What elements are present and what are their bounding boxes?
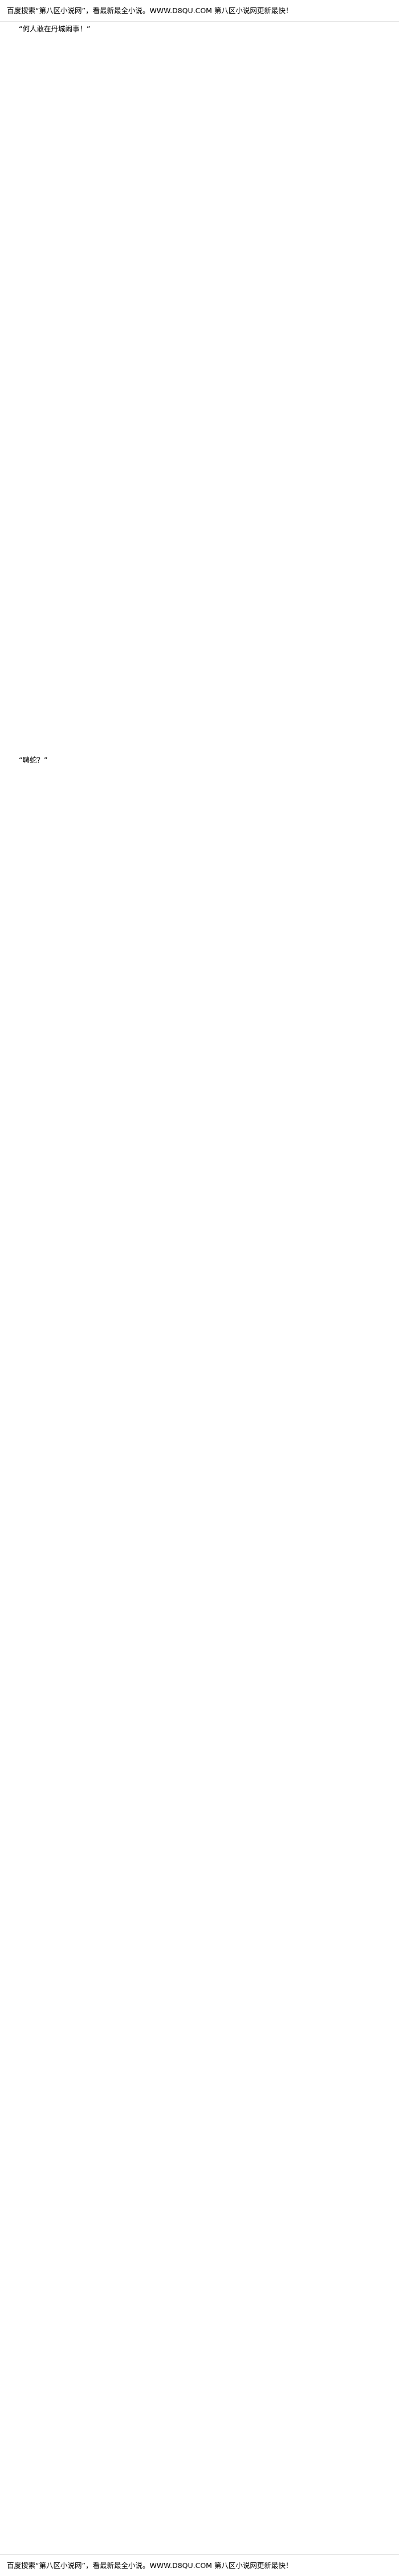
paragraph — [5, 479, 394, 490]
paragraph: “聘蛇？” — [19, 755, 48, 764]
paragraph — [5, 284, 394, 295]
site-banner-top: 百度搜索“第八区小说网”，看最新最全小说。WWW.D8QU.COM 第八区小说网… — [0, 0, 399, 22]
site-banner-bottom: 百度搜索“第八区小说网”，看最新最全小说。WWW.D8QU.COM 第八区小说网… — [0, 2554, 399, 2576]
paragraph — [5, 89, 394, 100]
paragraph — [5, 804, 394, 814]
paragraph — [5, 918, 394, 928]
paragraph — [5, 950, 394, 961]
paragraph — [5, 625, 394, 636]
paragraph — [5, 251, 394, 262]
paragraph — [5, 820, 394, 831]
paragraph — [5, 934, 394, 944]
paragraph — [5, 365, 394, 376]
paragraph — [5, 788, 394, 798]
paragraph — [5, 1112, 394, 1123]
paragraph — [5, 381, 394, 392]
paragraph — [5, 1128, 394, 1139]
paragraph — [5, 154, 394, 165]
paragraph — [5, 138, 394, 149]
paragraph — [5, 268, 394, 279]
chapter-content: “何人敢在丹城闹事！” “聘蛇？” — [0, 22, 399, 2554]
paragraph — [5, 430, 394, 441]
paragraph — [5, 203, 394, 214]
paragraph — [5, 219, 394, 230]
paragraph — [5, 1145, 394, 1156]
paragraph: “何人敢在丹城闹事！” — [19, 25, 91, 33]
paragraph — [5, 869, 394, 879]
paragraph — [5, 1063, 394, 1074]
paragraph — [5, 1031, 394, 1042]
paragraph — [5, 966, 394, 977]
paragraph — [5, 658, 394, 669]
paragraph — [5, 690, 394, 701]
paragraph — [5, 593, 394, 604]
paragraph — [5, 641, 394, 652]
paragraph — [5, 170, 394, 181]
paragraph — [5, 414, 394, 425]
paragraph — [5, 528, 394, 539]
paragraph — [5, 56, 394, 67]
paragraph — [5, 706, 394, 717]
paragraph — [5, 463, 394, 474]
paragraph — [5, 576, 394, 587]
paragraph — [5, 998, 394, 1009]
paragraph — [5, 1096, 394, 1107]
paragraph — [5, 105, 394, 116]
paragraph — [5, 73, 394, 84]
paragraph — [5, 511, 394, 522]
paragraph — [5, 235, 394, 246]
chapter-footer-line — [5, 1177, 394, 1188]
paragraph — [5, 1047, 394, 1058]
paragraph — [5, 1161, 394, 1172]
paragraph — [5, 560, 394, 571]
paragraph — [5, 739, 394, 749]
paragraph — [5, 495, 394, 506]
paragraph — [5, 674, 394, 684]
paragraph — [5, 40, 394, 51]
paragraph — [5, 885, 394, 896]
paragraph — [5, 609, 394, 619]
paragraph — [5, 901, 394, 912]
paragraph — [5, 836, 394, 847]
paragraph — [5, 349, 394, 360]
paragraph — [5, 398, 394, 409]
paragraph — [5, 316, 394, 327]
paragraph — [5, 1015, 394, 1026]
paragraph — [5, 121, 394, 132]
paragraph — [5, 544, 394, 555]
paragraph — [5, 723, 394, 733]
paragraph — [5, 300, 394, 311]
paragraph — [5, 771, 394, 782]
paragraph — [5, 853, 394, 863]
paragraph — [5, 186, 394, 197]
paragraph — [5, 983, 394, 993]
paragraph — [5, 333, 394, 344]
paragraph — [5, 1080, 394, 1091]
paragraph — [5, 446, 394, 457]
